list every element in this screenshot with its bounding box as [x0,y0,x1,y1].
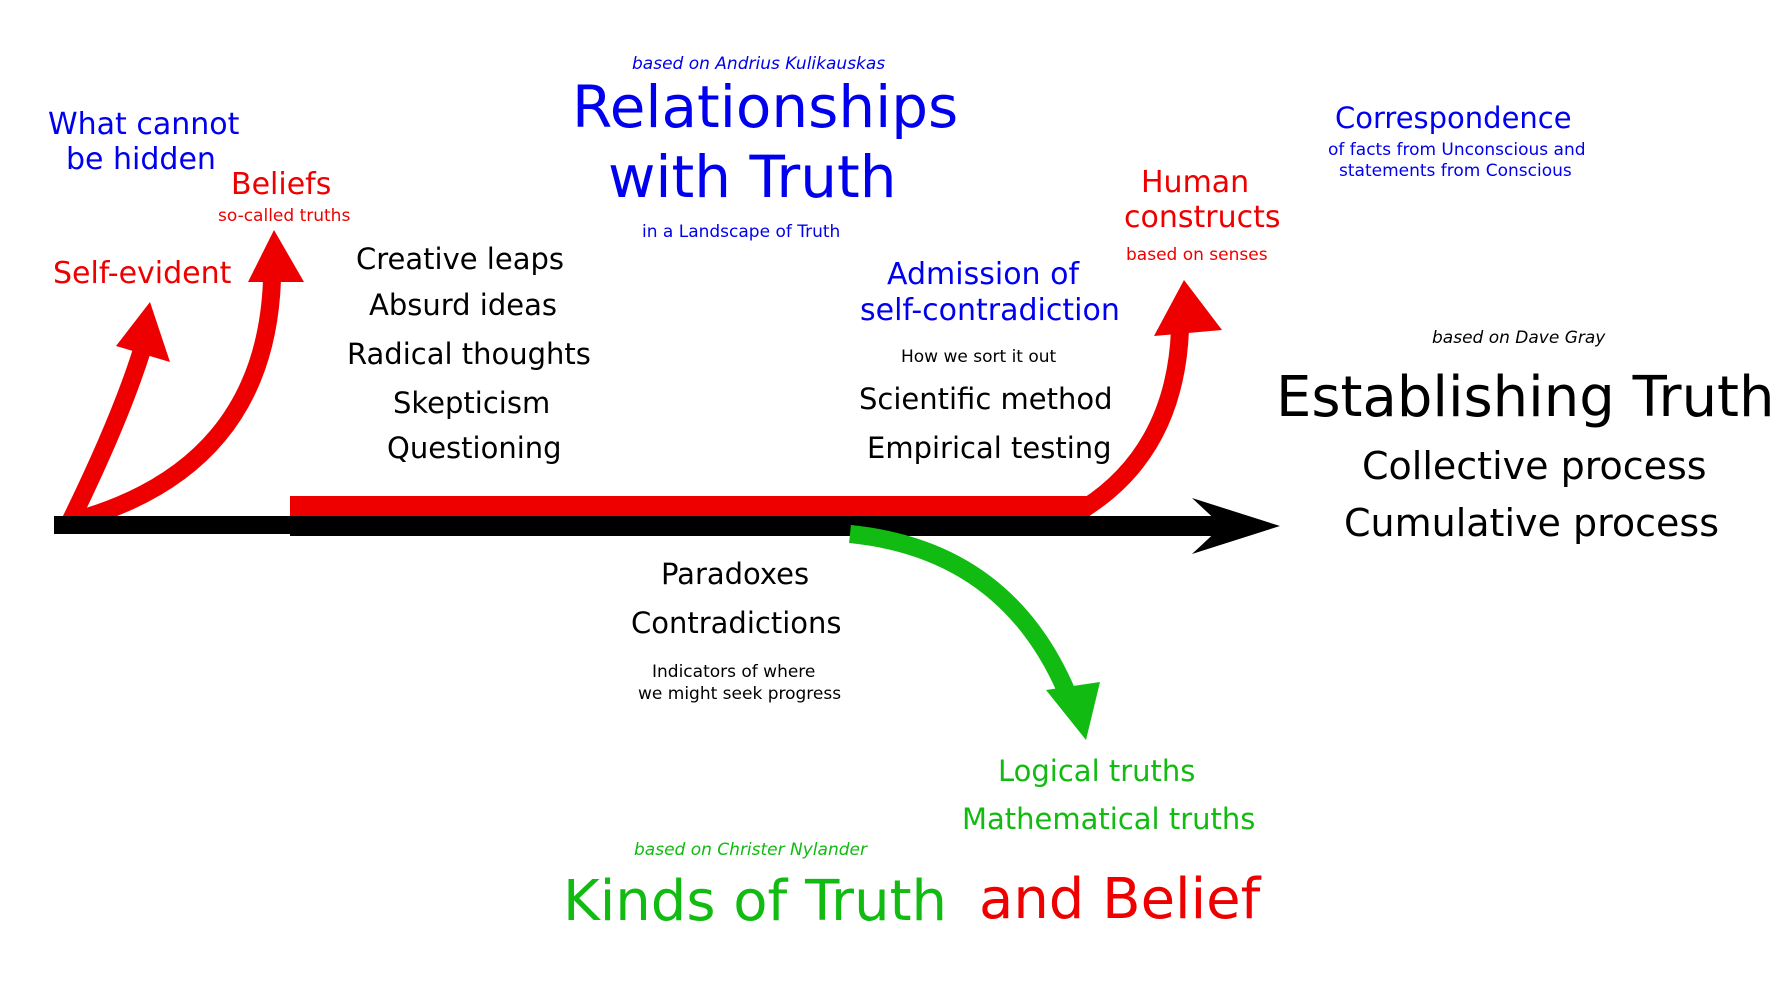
contradictions: Contradictions [631,606,842,640]
beliefs-arrowhead [248,230,304,282]
cumulative-process: Cumulative process [1344,501,1719,545]
self-evident-label: Self-evident [53,256,232,291]
establishing-attribution: based on Dave Gray [1432,328,1606,348]
kinds-title-green: Kinds of Truth [563,869,948,934]
self-evident-arrowhead [116,302,170,362]
main-axis [290,516,1248,536]
main-axis-left [54,516,294,534]
correspondence-sub-1: of facts from Unconscious and [1328,140,1586,160]
logical-truths-arrowhead [1046,682,1100,740]
admission-line-2: self-contradiction [860,293,1120,328]
mathematical-truths: Mathematical truths [962,802,1256,836]
kinds-attribution: based on Christer Nylander [634,840,867,860]
creative-leaps: Creative leaps [356,242,564,276]
radical-thoughts: Radical thoughts [347,337,591,371]
relationships-subtitle: in a Landscape of Truth [642,222,841,242]
admission-note: How we sort it out [901,347,1057,367]
red-bar [290,496,1090,516]
skepticism: Skepticism [393,386,551,420]
main-axis-arrowhead [1192,498,1280,554]
relationships-title-line-1: Relationships [572,73,959,141]
relationships-attribution: based on Andrius Kulikauskas [632,54,886,74]
kinds-title-red: and Belief [979,867,1261,932]
collective-process: Collective process [1362,444,1707,488]
what-cannot-line-1: What cannot [48,107,240,142]
admission-line-1: Admission of [887,257,1080,292]
paradox-note-2: we might seek progress [638,684,842,704]
beliefs-sublabel: so-called truths [218,206,351,226]
questioning: Questioning [387,431,562,465]
beliefs-label: Beliefs [231,167,332,202]
self-evident-arrow [61,347,151,526]
paradox-note-1: Indicators of where [652,662,816,682]
relationships-title-line-2: with Truth [608,143,897,211]
beliefs-arrow [67,279,281,531]
correspondence-sub-2: statements from Conscious [1339,161,1572,181]
what-cannot-line-2: be hidden [66,142,216,177]
scientific-method: Scientific method [859,382,1113,416]
human-line-1: Human [1141,165,1250,200]
correspondence-title: Correspondence [1335,101,1572,135]
empirical-testing: Empirical testing [867,431,1112,465]
absurd-ideas: Absurd ideas [369,288,557,322]
establishing-title: Establishing Truth [1276,365,1775,430]
logical-truths: Logical truths [998,754,1196,788]
human-constructs-arrowhead [1154,280,1222,336]
paradoxes: Paradoxes [661,557,810,591]
human-constructs-arrow [1080,329,1189,516]
human-sub: based on senses [1126,245,1268,265]
human-line-2: constructs [1124,200,1281,235]
logical-truths-arrow [849,525,1079,704]
